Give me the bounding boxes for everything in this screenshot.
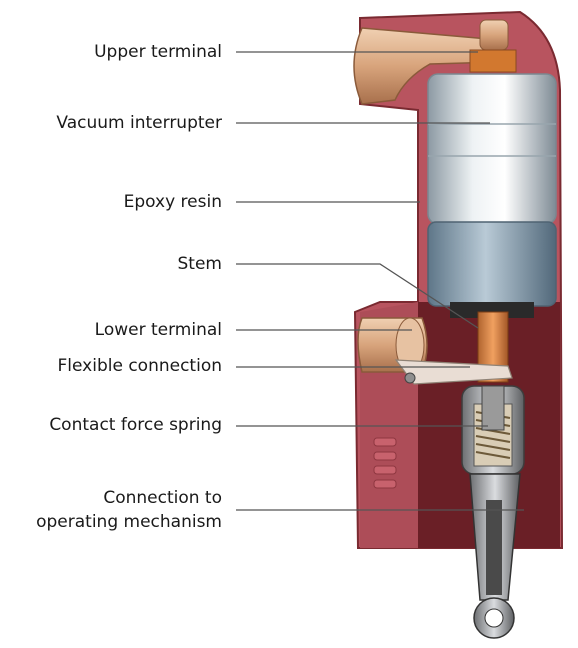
label-stem: Stem (177, 254, 222, 274)
label-connection-line1: Connection to (103, 488, 222, 508)
label-flexible-connection: Flexible connection (57, 356, 223, 376)
upper-terminal-bolt (479, 19, 509, 51)
label-connection-operating: Connection to operating mechanism (36, 486, 222, 534)
label-contact-force-spring: Contact force spring (49, 415, 222, 435)
label-upper-terminal: Upper terminal (94, 42, 222, 62)
leader-stem (236, 263, 479, 329)
label-epoxy-resin: Epoxy resin (123, 192, 222, 212)
label-vacuum-interrupter: Vacuum interrupter (56, 113, 222, 133)
vacuum-interrupter-part (427, 73, 557, 225)
leader-lines (236, 51, 524, 511)
housing-ribs (373, 437, 397, 489)
label-lower-terminal: Lower terminal (94, 320, 222, 340)
label-connection-line2: operating mechanism (36, 512, 222, 532)
